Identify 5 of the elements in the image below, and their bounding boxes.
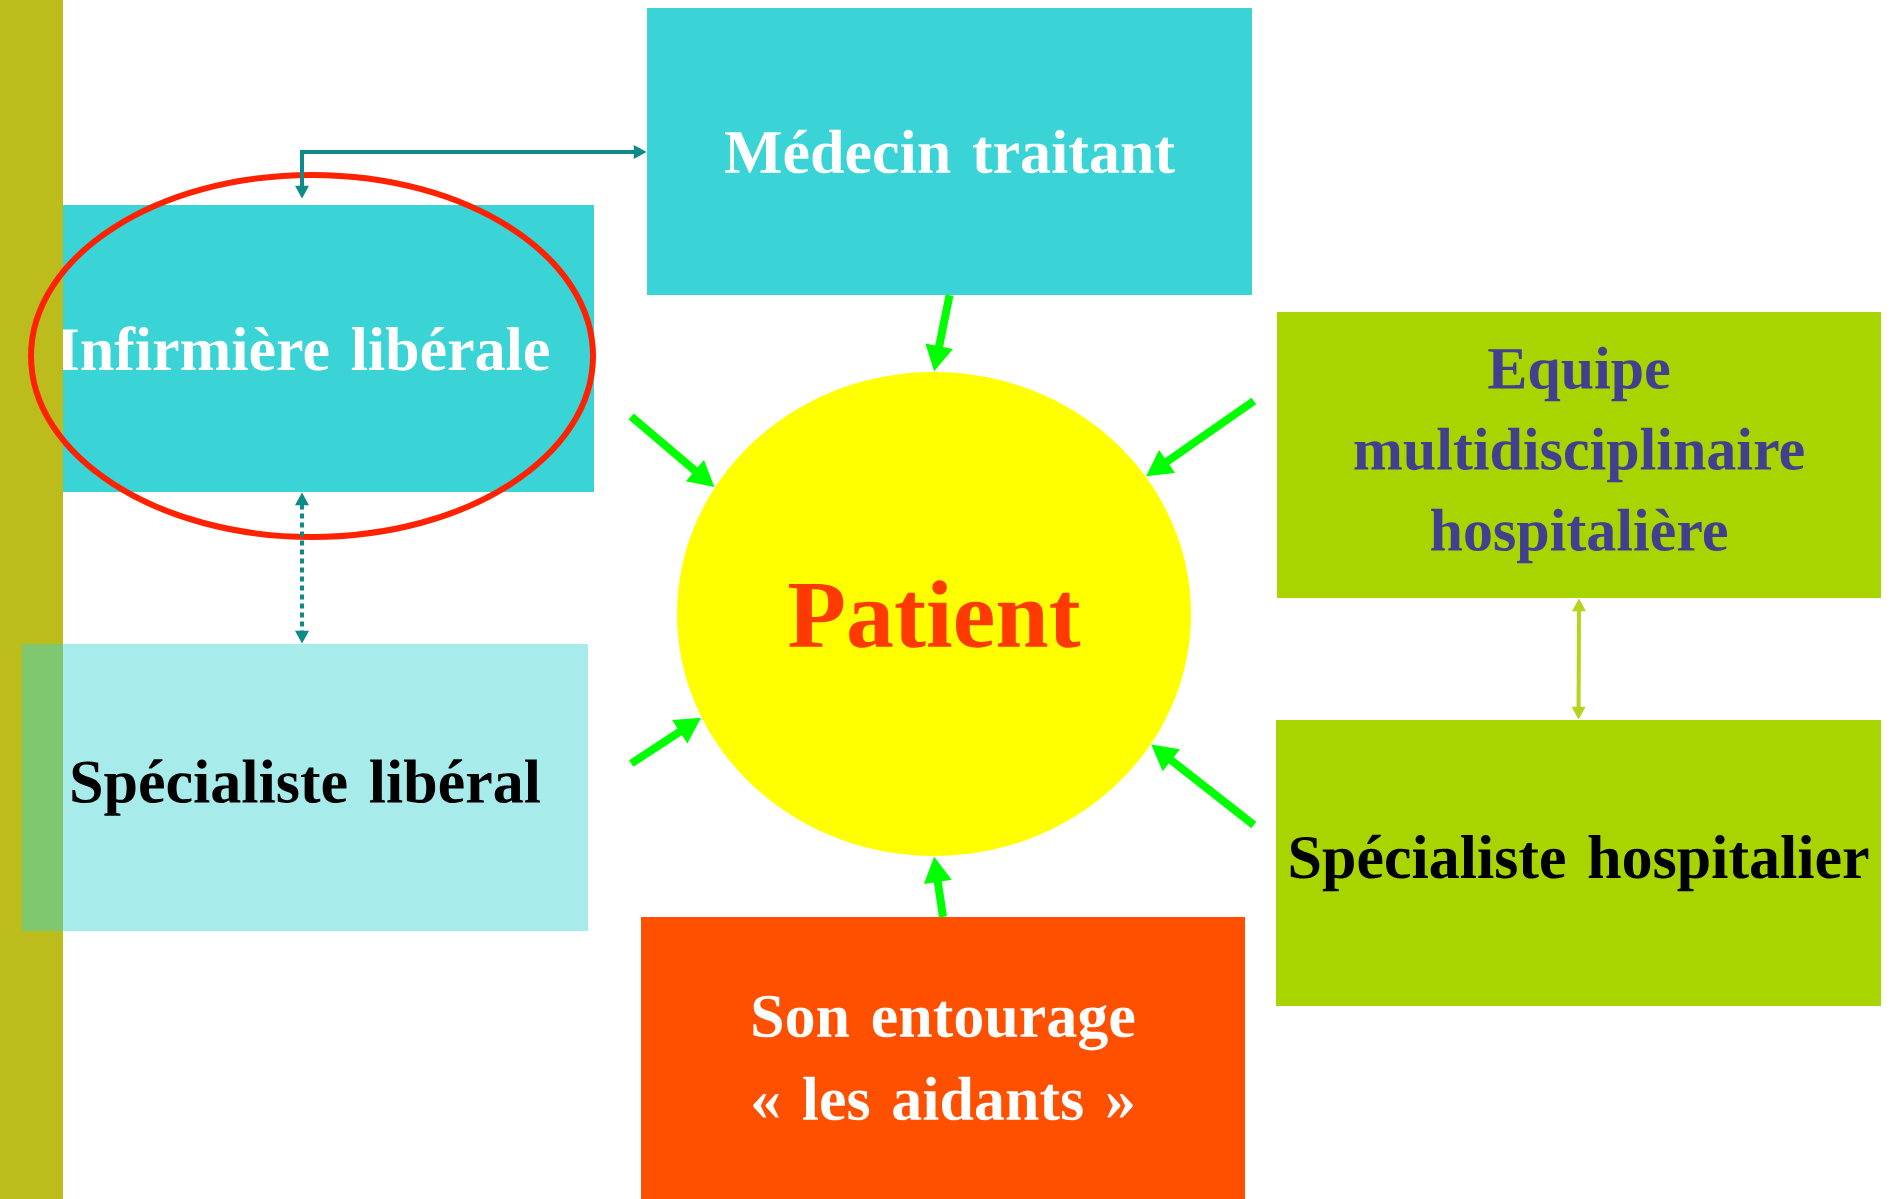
process-box: Médecin traitant [647,8,1252,295]
process-box: Equipe multidisciplinaire hospitalière [1277,312,1882,598]
process-box: Spécialiste hospitalier [1276,720,1882,1006]
process-box: Spécialiste libéral [22,644,588,931]
process-box: Son entourage « les aidants » [641,917,1245,1199]
